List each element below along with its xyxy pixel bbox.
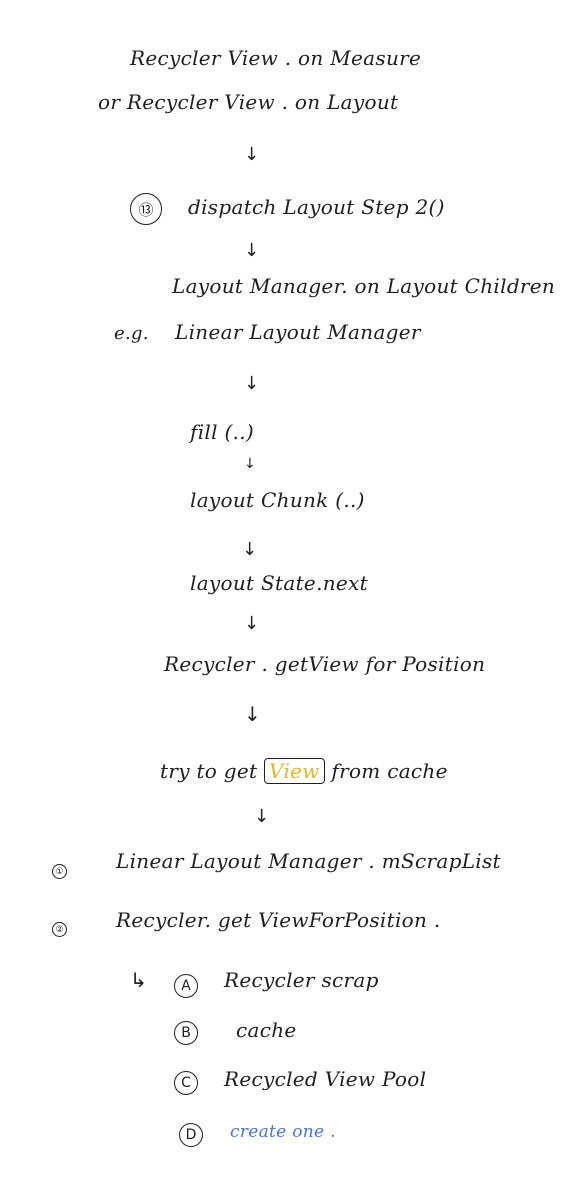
down-arrow-icon: ↓	[254, 806, 270, 827]
down-arrow-icon: ↓	[244, 613, 260, 634]
view-highlight-box: View	[264, 758, 325, 784]
text-recyclerview-onlayout: or Recycler View . on Layout	[98, 90, 399, 114]
text-recycled-view-pool: Recycled View Pool	[224, 1067, 427, 1091]
item-a-marker: A	[174, 974, 198, 998]
text-fill: fill (..)	[190, 420, 254, 444]
down-arrow-icon: ↓	[244, 144, 260, 165]
text-recyclerview-onmeasure: Recycler View . on Measure	[130, 46, 422, 70]
down-arrow-icon: ↓	[244, 240, 260, 261]
text-dispatch-layout-step: dispatch Layout Step 2()	[188, 195, 445, 219]
text-mscraplist: Linear Layout Manager . mScrapList	[116, 849, 501, 873]
down-arrow-icon: ↓	[242, 539, 258, 560]
step-13-marker: ⑬	[130, 193, 162, 225]
text-recycler-scrap: Recycler scrap	[224, 968, 379, 992]
item-2-marker: ②	[52, 922, 67, 937]
down-arrow-icon: ↓	[244, 702, 261, 726]
text-cache: cache	[236, 1018, 297, 1042]
text-layoutmanager-onlayoutchildren: Layout Manager. on Layout Children	[172, 274, 556, 298]
text-layout-chunk: layout Chunk (..)	[190, 488, 365, 512]
item-b-marker: B	[174, 1021, 198, 1045]
down-arrow-icon: ↓	[244, 373, 260, 394]
text-recycler-getviewforposition-2: Recycler. get ViewForPosition .	[116, 908, 441, 932]
text-try-to-get: try to get	[160, 759, 258, 783]
text-recycler-getviewforposition: Recycler . getView for Position	[164, 652, 486, 676]
down-arrow-icon: ↓	[244, 456, 256, 472]
item-d-marker: D	[179, 1123, 203, 1147]
item-1-marker: ①	[52, 864, 67, 879]
text-eg-prefix: e.g.	[114, 323, 149, 344]
text-layoutstate-next: layout State.next	[190, 571, 368, 595]
text-from-cache: from cache	[331, 759, 448, 783]
sub-arrow-icon: ↳	[130, 968, 147, 992]
text-linear-layout-manager: Linear Layout Manager	[175, 320, 421, 344]
text-try-to-get-view: try to get View from cache	[160, 758, 448, 784]
text-create-one: create one .	[230, 1122, 336, 1142]
item-c-marker: C	[174, 1071, 198, 1095]
